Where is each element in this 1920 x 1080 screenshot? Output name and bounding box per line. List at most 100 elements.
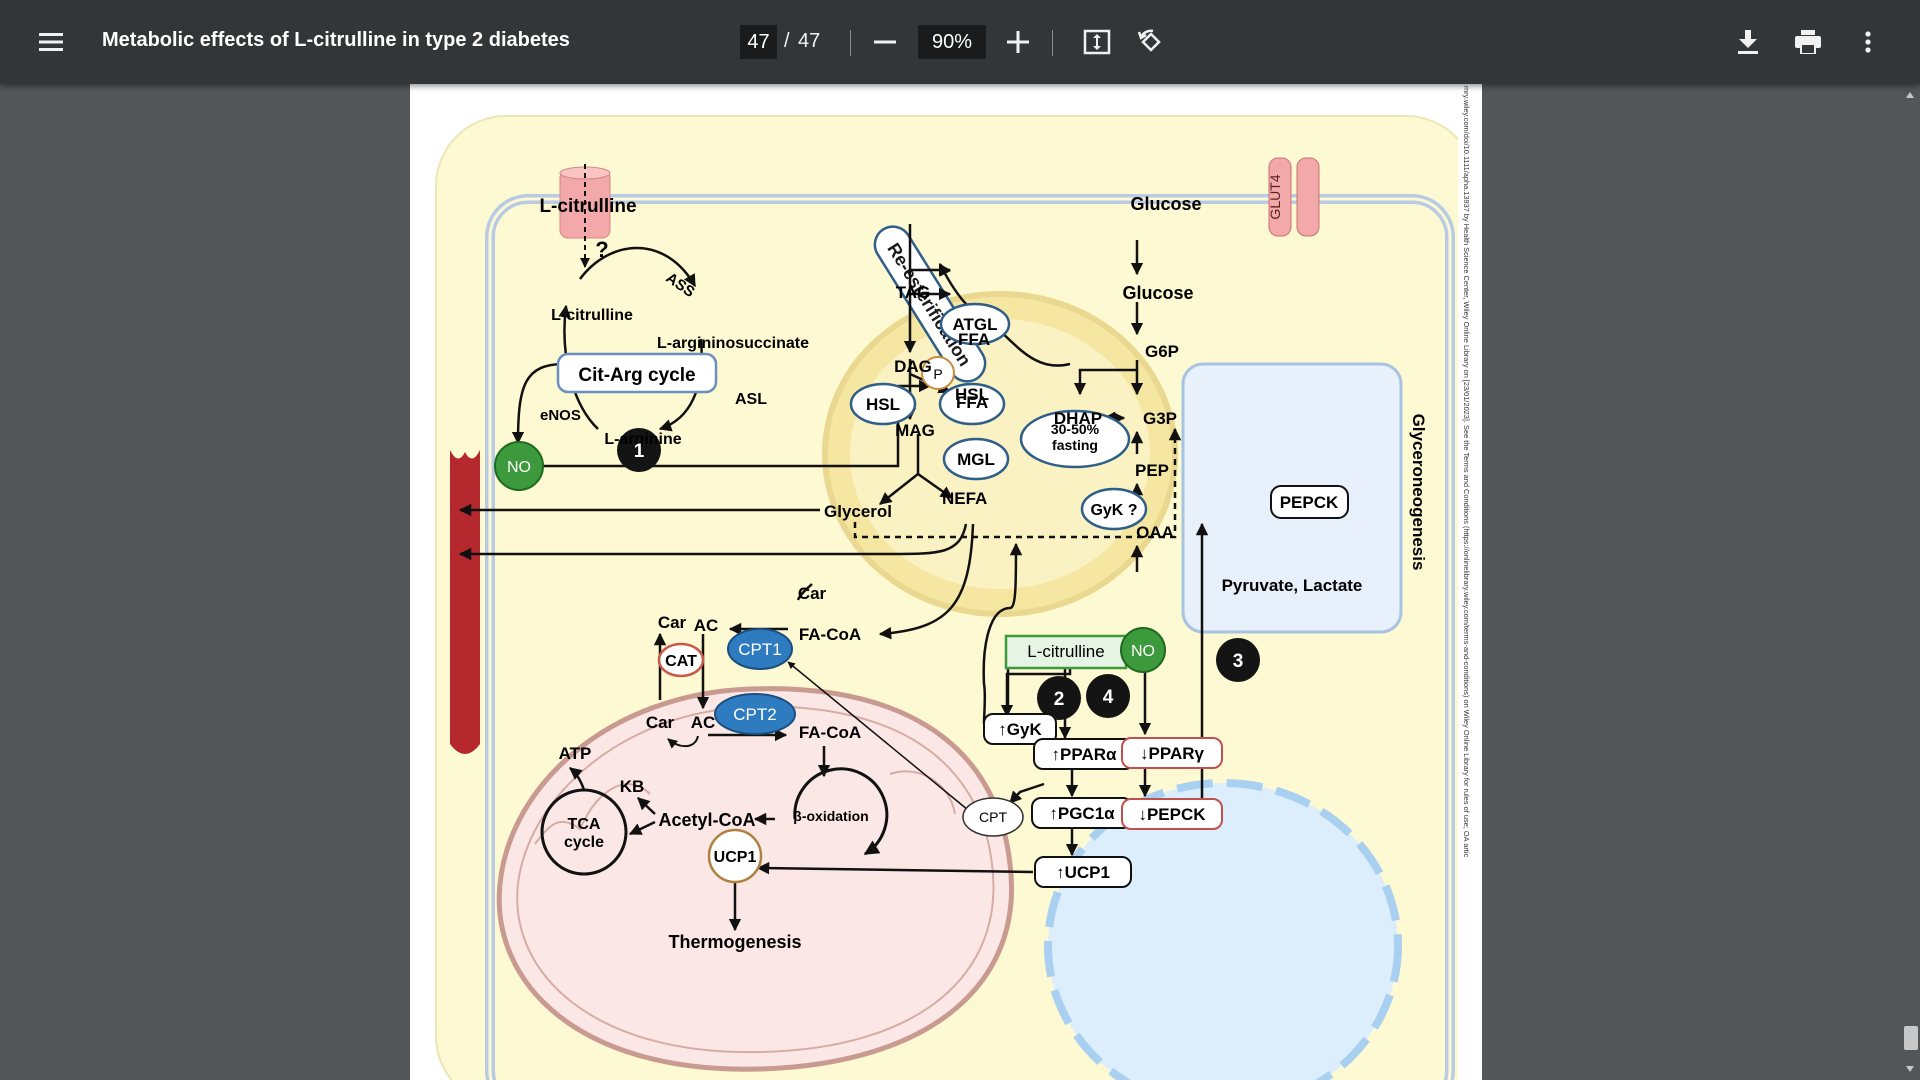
more-vert-icon[interactable] [1844,18,1892,66]
label-badge-1: 1 [634,441,645,462]
margin-citation: mry.wiley.com/doi/10.1111/apha.13937 by … [1462,86,1471,857]
fit-page-icon[interactable] [1073,18,1121,66]
cpt-nucleus [962,797,1024,837]
label-fasting: fasting [1052,437,1098,453]
label-unknown-transporter: ? [595,237,608,262]
rotate-icon[interactable] [1127,18,1175,66]
glut4-transporter [1268,157,1292,237]
label-pparg-down: ↓PPARγ [1140,744,1204,763]
label-tag: TAG [896,283,931,302]
step-badge-1 [617,428,661,472]
scrollbar-thumb[interactable] [1904,1026,1918,1050]
cat-enzyme [657,642,705,678]
label-cat: CAT [665,653,697,670]
label-ac-1: AC [694,616,719,635]
label-glucose-extracellular: Glucose [1130,194,1201,214]
scrollbar[interactable] [1900,84,1920,1080]
figure-diagram: Re-esterification [435,84,1482,1080]
label-hsl-1: HSL [866,395,900,414]
label-gyk-up: ↑GyK [998,720,1042,739]
atgl-enzyme [939,302,1011,346]
menu-icon[interactable] [27,18,75,66]
label-acetyl-coa: Acetyl-CoA [658,810,755,830]
fasting-badge [1019,409,1131,469]
zoom-input[interactable]: 90% [918,25,986,59]
label-pepck: PEPCK [1280,493,1339,512]
hsl-phospho-enzyme [938,382,1006,426]
label-nefa: NEFA [942,489,987,508]
cit-arg-cycle-box [556,352,718,394]
label-l-arginine: L-arginine [604,431,681,448]
label-l-argininosuccinate: L-argininosuccinate [657,335,809,352]
label-cpt1: CPT1 [738,640,781,659]
label-glut4: GLUT4 [1267,174,1283,219]
label-hsl-2: HSL [955,385,989,404]
label-gyk-question: GyK ? [1090,502,1137,519]
ucp1-up-box [1034,856,1132,888]
label-car-3: Car [646,713,675,732]
phosphate-marker [921,356,955,390]
step-badge-4 [1086,674,1130,718]
label-no: NO [507,459,531,476]
cpt1-enzyme [727,628,793,670]
label-badge-3: 3 [1233,651,1244,672]
label-dhap: DHAP [1054,409,1102,428]
toolbar-divider [850,30,851,56]
label-mgl: MGL [957,450,995,469]
label-glucose: Glucose [1122,283,1193,303]
label-g3p: G3P [1143,409,1177,428]
label-l-citrulline: L-citrulline [551,307,633,324]
print-icon[interactable] [1784,18,1832,66]
toolbar-divider [1052,30,1053,56]
label-fa-coa-1: FA-CoA [799,625,861,644]
label-no-nucleus: NO [1131,643,1155,660]
label-badge-4: 4 [1103,687,1114,708]
l-citrulline-box [1004,634,1128,670]
label-p: P [933,366,942,382]
pepck-box [1270,485,1349,519]
label-dag: DAG [894,357,932,376]
mgl-enzyme [942,437,1010,481]
label-enos: eNOS [540,407,581,424]
label-car-2: Car [658,613,687,632]
label-cpt2: CPT2 [733,705,776,724]
label-pyruvate-lactate: Pyruvate, Lactate [1222,576,1363,595]
no-molecule-nucleus [1120,627,1166,673]
pparg-down-box [1121,737,1223,769]
no-molecule [494,441,544,491]
zoom-in-icon[interactable] [994,18,1042,66]
label-l-citrulline-nucleus: L-citrulline [1027,642,1104,661]
cpt2-enzyme [714,693,796,735]
label-ffa-2: FFA [956,393,988,412]
pdf-toolbar: Metabolic effects of L-citrulline in typ… [0,0,1920,84]
hsl-enzyme [849,382,917,426]
label-glyceroneogenesis: Glyceroneogenesis [1409,414,1428,571]
label-ucp1-up: ↑UCP1 [1056,863,1110,882]
label-atp: ATP [559,744,592,763]
label-ucp1: UCP1 [714,849,757,866]
label-asl: ASL [735,391,767,408]
page-total: 47 [798,30,821,52]
page-number-input[interactable]: 47 [740,25,777,59]
download-icon[interactable] [1724,18,1772,66]
label-fasting-percent: 30-50% [1051,421,1100,437]
pdf-page: Re-esterification [410,84,1482,1080]
pepck-down-box [1121,798,1223,830]
label-cycle: cycle [564,834,604,851]
label-ffa-1: FFA [958,330,990,349]
blood-vessel [450,450,480,754]
label-tca: TCA [568,816,601,833]
label-beta-oxidation: β-oxidation [793,808,868,824]
zoom-out-icon[interactable] [861,18,909,66]
label-badge-2: 2 [1054,689,1065,710]
document-viewer[interactable]: Re-esterification [0,84,1920,1080]
label-fa-coa-2: FA-CoA [799,723,861,742]
step-badge-3 [1216,638,1260,682]
label-l-citrulline-extracellular: L-citrulline [539,196,636,217]
label-pgc1a-up: ↑PGC1α [1049,804,1115,823]
label-mag: MAG [895,421,935,440]
label-atgl: ATGL [952,315,997,334]
label-cit-arg-cycle: Cit-Arg cycle [578,365,695,386]
ucp1-protein [707,828,763,884]
document-title: Metabolic effects of L-citrulline in typ… [102,29,570,51]
